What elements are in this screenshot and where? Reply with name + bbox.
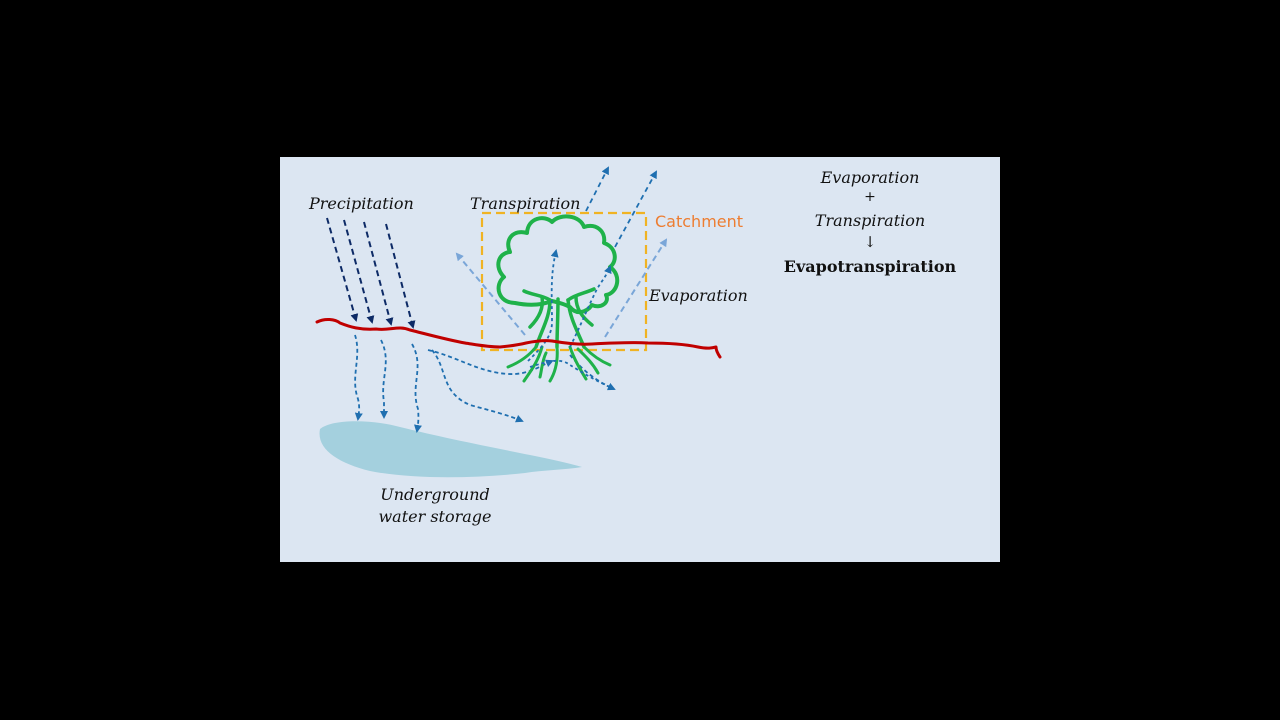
catchment-label: Catchment <box>655 212 744 231</box>
underground-label-line1: Underground <box>380 485 490 504</box>
water-cycle-diagram <box>315 166 722 478</box>
evaporation-label: Evaporation <box>649 286 748 305</box>
equation-evaporation: Evaporation <box>820 168 920 187</box>
tree <box>496 214 620 383</box>
catchment-box <box>480 211 648 352</box>
precipitation-label: Precipitation <box>309 194 414 213</box>
precipitation-arrows <box>326 217 416 329</box>
equation-plus-sign: + <box>864 189 876 205</box>
evaporation-arrows <box>455 238 668 338</box>
equation-evapotranspiration: Evapotranspiration <box>783 257 957 276</box>
equation-down-arrow: ↓ <box>863 233 877 251</box>
tree-roots <box>506 345 612 383</box>
transpiration-label: Transpiration <box>470 194 581 213</box>
transpiration-flow <box>527 249 615 390</box>
transpiration-arrows <box>585 166 657 248</box>
underground-label-line2: water storage <box>378 507 492 526</box>
groundwater-body <box>319 421 582 478</box>
tree-trunk <box>522 287 596 349</box>
equation-transpiration: Transpiration <box>814 211 926 230</box>
diagram-panel: Precipitation Transpiration Catchment Ev… <box>280 157 1000 562</box>
ground-surface-line <box>315 318 722 359</box>
